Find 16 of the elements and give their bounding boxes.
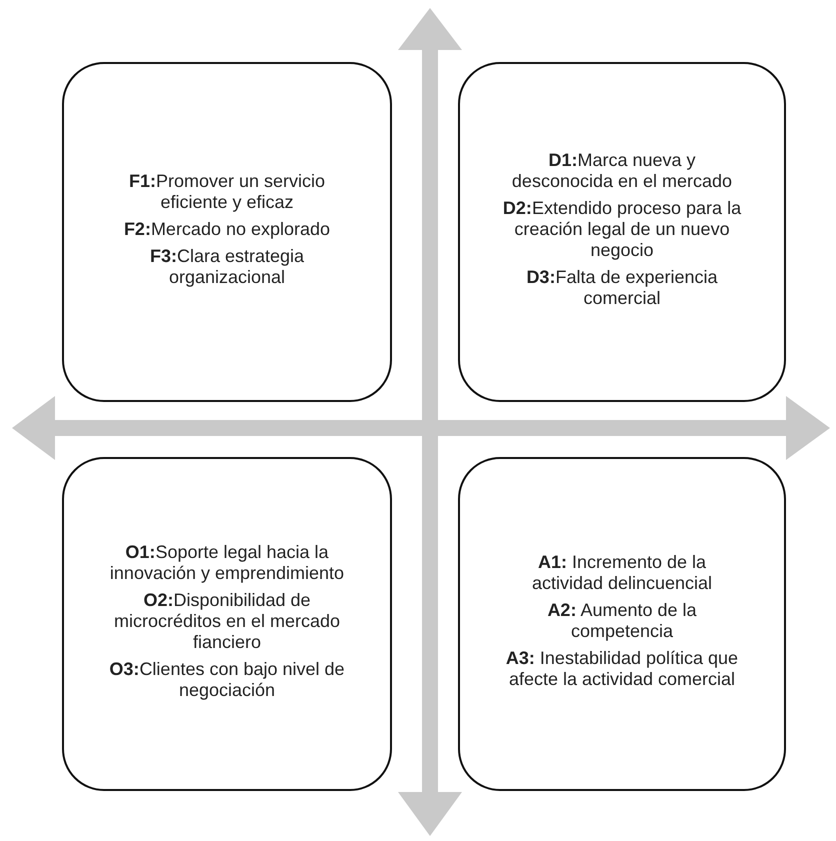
swot-item: A3: Inestabilidad política que afecte la actividad comercial xyxy=(504,648,740,690)
swot-item: O3:Clientes con bajo nivel de negociación xyxy=(108,658,346,700)
swot-item: F1:Promover un servicio eficiente y eficaz xyxy=(128,170,326,212)
swot-item: F3:Clara estrategia organizacional xyxy=(148,246,306,288)
swot-item: D3:Falta de experiencia comercial xyxy=(525,266,719,308)
quadrant-box xyxy=(62,62,392,402)
quadrant-box xyxy=(458,62,786,402)
swot-item: F2:Mercado no explorado xyxy=(124,218,330,240)
quadrant-box xyxy=(62,457,392,791)
swot-item: D2:Extendido proceso para la creación legal de un nuevo negocio xyxy=(502,198,742,260)
quadrant-box xyxy=(458,457,786,791)
swot-item: O1:Soporte legal hacia la innovación y emprendimiento xyxy=(108,542,346,584)
swot-item: A2: Aumento de la competencia xyxy=(546,600,698,642)
swot-item: D1:Marca nueva y desconocida en el mercado xyxy=(510,150,734,192)
swot-item: O2:Disponibilidad de microcréditos en el mercado fianciero xyxy=(112,590,342,652)
swot-item: A1: Incremento de la actividad delincuencial xyxy=(530,552,714,594)
